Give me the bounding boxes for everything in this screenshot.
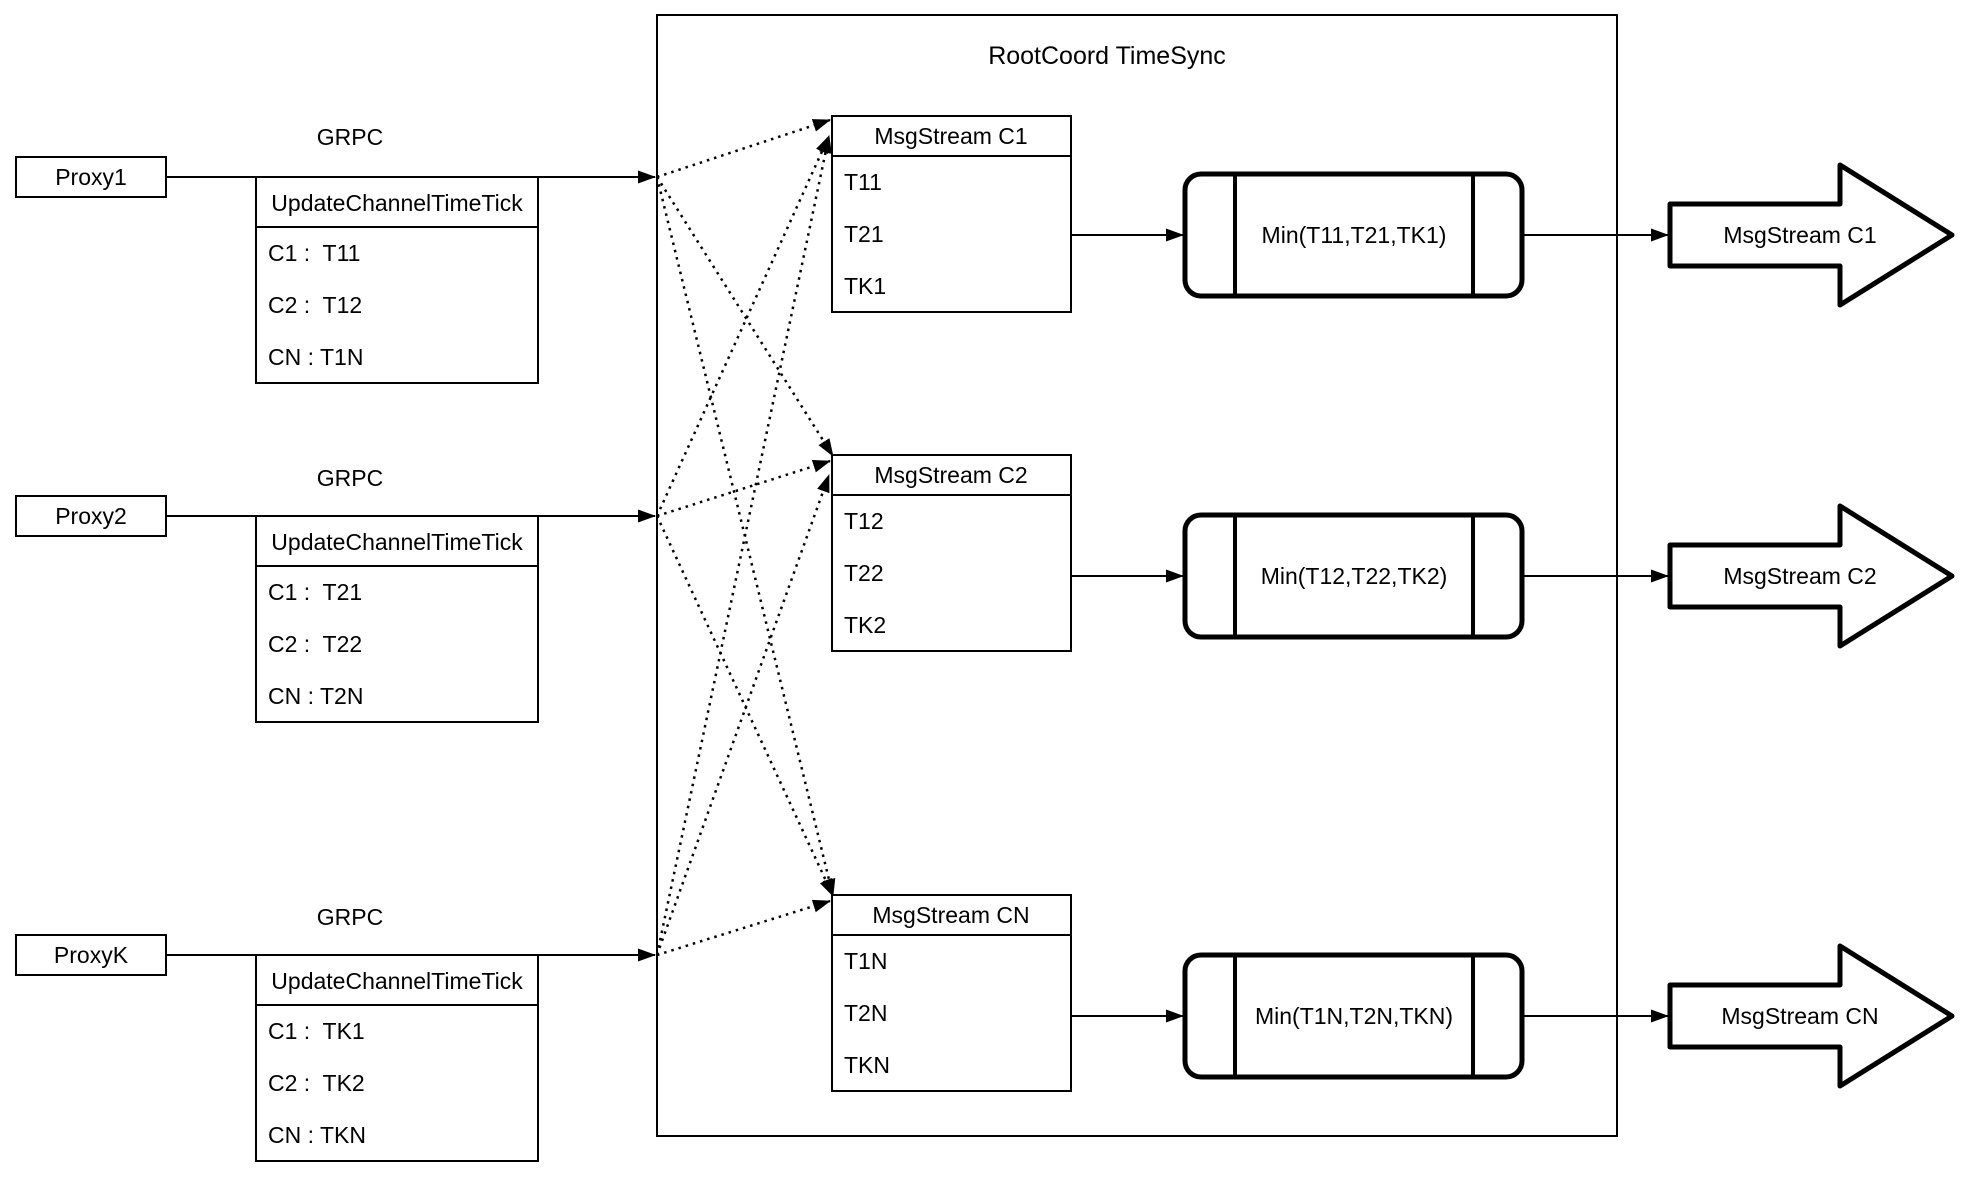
grpc-label-2: GRPC bbox=[317, 465, 383, 491]
output-arrow-2-label: MsgStream C2 bbox=[1723, 563, 1876, 589]
timetick-fanout-links bbox=[655, 118, 836, 957]
update-table-3-header: UpdateChannelTimeTick bbox=[271, 968, 523, 994]
msgstream-c1-table: MsgStream C1 T11 T21 TK1 bbox=[831, 115, 1072, 313]
update-channel-timetick-table-1: UpdateChannelTimeTick C1 : T11 C2 : T12 … bbox=[255, 176, 539, 384]
msgstream-table-1-row-0: T11 bbox=[844, 169, 882, 195]
dotted-link-proxy2-cn bbox=[655, 515, 835, 897]
msgstream-table-1-frame bbox=[831, 115, 1072, 313]
dotted-link-proxy1-cn bbox=[655, 176, 836, 897]
msgstream-table-2-row-2: TK2 bbox=[844, 612, 886, 638]
proxy1-node bbox=[15, 156, 167, 198]
msgstream-table-3-header: MsgStream CN bbox=[872, 902, 1029, 928]
msgstream-table-2-frame bbox=[831, 454, 1072, 652]
dotted-link-proxy1-c2 bbox=[655, 176, 835, 457]
proxy2-label: Proxy2 bbox=[55, 503, 127, 529]
proxy1-label: Proxy1 bbox=[55, 164, 127, 190]
msgstream-c2-table: MsgStream C2 T12 T22 TK2 bbox=[831, 454, 1072, 652]
output-arrow-3: MsgStream CN bbox=[1667, 943, 1955, 1089]
msgstream-table-2-row-1: T22 bbox=[844, 560, 884, 586]
row-proxy1: Proxy1 GRPC UpdateChannelTimeTick C1 : T… bbox=[15, 115, 1955, 384]
dotted-link-proxy1-c1 bbox=[656, 118, 831, 179]
output-arrow-1-shape bbox=[1667, 162, 1955, 308]
update-table-2-frame bbox=[255, 515, 539, 723]
dotted-link-proxyk-c2 bbox=[655, 474, 831, 956]
update-table-3-row-2: CN : TKN bbox=[268, 1122, 366, 1148]
msgstream-table-1-row-2: TK1 bbox=[844, 273, 886, 299]
proxy2-node bbox=[15, 495, 167, 537]
dotted-link-proxy2-c2 bbox=[656, 459, 831, 518]
msgstream-table-3-row-0: T1N bbox=[844, 948, 887, 974]
update-table-1-row-0: C1 : T11 bbox=[268, 240, 360, 266]
update-table-3-row-1: C2 : TK2 bbox=[268, 1070, 365, 1096]
update-table-3-row-0: C1 : TK1 bbox=[268, 1018, 365, 1044]
dotted-link-proxy2-c1 bbox=[655, 135, 831, 517]
update-table-1-row-1: C2 : T12 bbox=[268, 292, 362, 318]
msgstream-table-3-row-1: T2N bbox=[844, 1000, 887, 1026]
update-table-1-header: UpdateChannelTimeTick bbox=[271, 190, 523, 216]
update-table-3-frame bbox=[255, 954, 539, 1162]
proxyk-node bbox=[15, 934, 167, 976]
update-table-1-frame bbox=[255, 176, 539, 384]
msgstream-table-1-header: MsgStream C1 bbox=[874, 123, 1027, 149]
msgstream-table-3-row-2: TKN bbox=[844, 1052, 890, 1078]
msgstream-table-2-header: MsgStream C2 bbox=[874, 462, 1027, 488]
min-node-2-label: Min(T12,T22,TK2) bbox=[1261, 563, 1448, 589]
min-node-1-label: Min(T11,T21,TK1) bbox=[1262, 222, 1447, 248]
row-proxyk: ProxyK GRPC UpdateChannelTimeTick C1 : T… bbox=[15, 894, 1955, 1162]
min-node-1: Min(T11,T21,TK1) bbox=[1182, 171, 1525, 299]
update-channel-timetick-table-2: UpdateChannelTimeTick C1 : T21 C2 : T22 … bbox=[255, 515, 539, 723]
output-arrow-2-shape bbox=[1667, 503, 1955, 649]
row-proxy2: Proxy2 GRPC UpdateChannelTimeTick C1 : T… bbox=[15, 454, 1955, 723]
min-node-3-label: Min(T1N,T2N,TKN) bbox=[1255, 1003, 1453, 1029]
update-table-2-row-2: CN : T2N bbox=[268, 683, 363, 709]
output-arrow-2: MsgStream C2 bbox=[1667, 503, 1955, 649]
dotted-link-proxyk-cn bbox=[656, 899, 831, 957]
msgstream-table-2-row-0: T12 bbox=[844, 508, 884, 534]
update-table-2-row-1: C2 : T22 bbox=[268, 631, 362, 657]
grpc-label-3: GRPC bbox=[317, 904, 383, 930]
output-arrow-1-label: MsgStream C1 bbox=[1723, 222, 1876, 248]
msgstream-table-1-row-1: T21 bbox=[844, 221, 884, 247]
update-channel-timetick-table-3: UpdateChannelTimeTick C1 : TK1 C2 : TK2 … bbox=[255, 954, 539, 1162]
output-arrow-3-label: MsgStream CN bbox=[1721, 1003, 1878, 1029]
update-table-1-row-2: CN : T1N bbox=[268, 344, 363, 370]
min-node-3: Min(T1N,T2N,TKN) bbox=[1182, 952, 1525, 1080]
msgstream-table-3-frame bbox=[831, 894, 1072, 1092]
proxyk-label: ProxyK bbox=[54, 942, 129, 968]
update-table-2-row-0: C1 : T21 bbox=[268, 579, 362, 605]
grpc-label-1: GRPC bbox=[317, 124, 383, 150]
update-table-2-header: UpdateChannelTimeTick bbox=[271, 529, 523, 555]
min-node-2: Min(T12,T22,TK2) bbox=[1182, 512, 1525, 640]
output-arrow-3-shape bbox=[1667, 943, 1955, 1089]
output-arrow-1: MsgStream C1 bbox=[1667, 162, 1955, 308]
msgstream-cn-table: MsgStream CN T1N T2N TKN bbox=[831, 894, 1072, 1092]
rootcoord-title: RootCoord TimeSync bbox=[988, 42, 1226, 70]
